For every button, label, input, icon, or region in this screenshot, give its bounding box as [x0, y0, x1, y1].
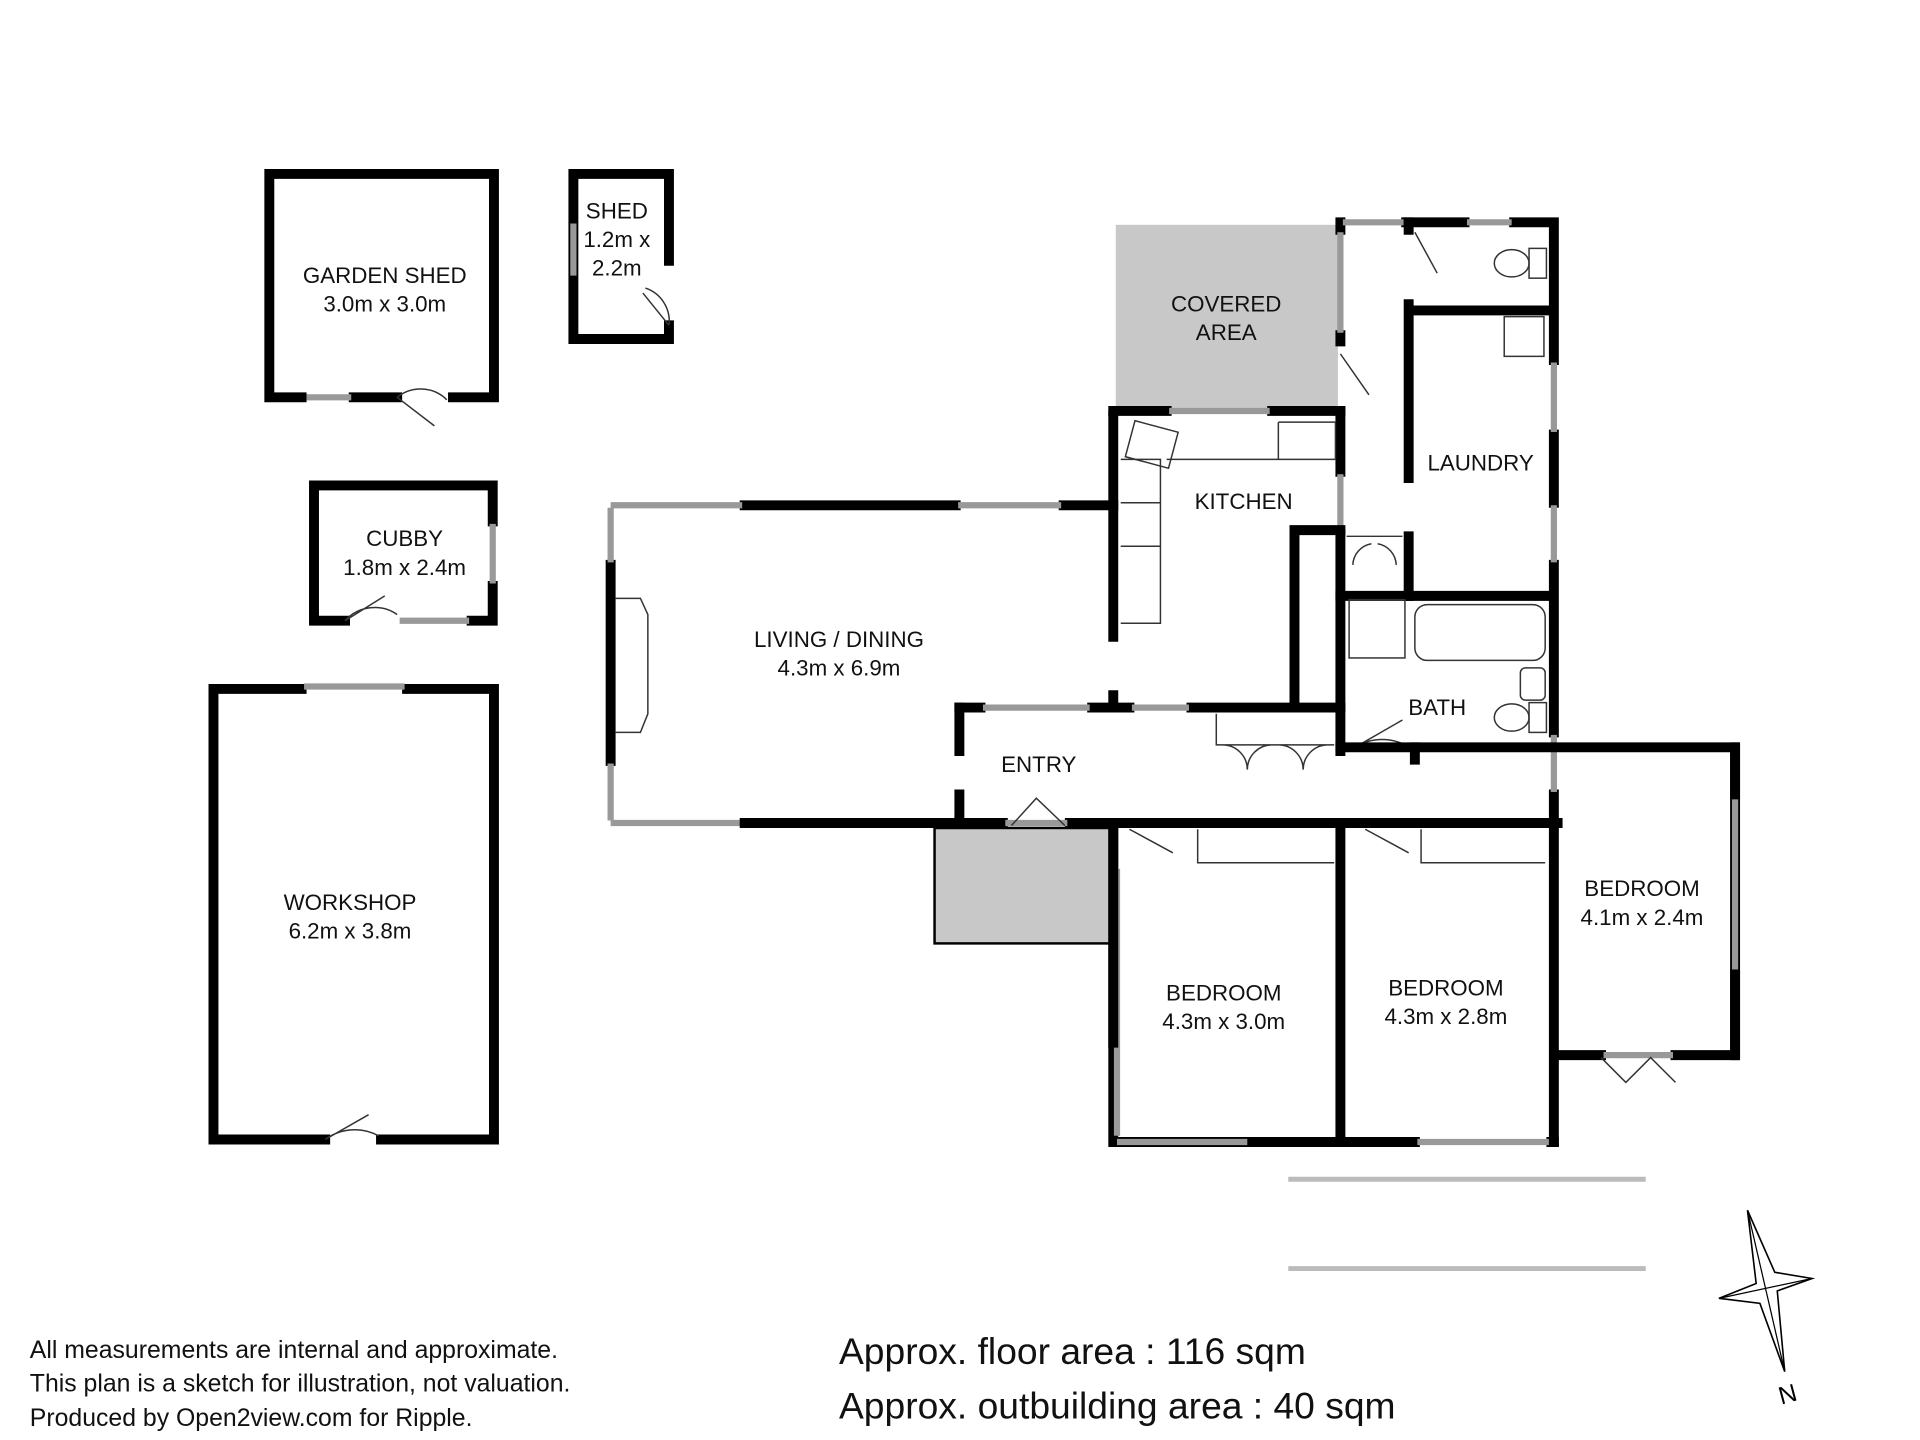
note-1: All measurements are internal and approx…	[30, 1337, 558, 1364]
laundry-label: LAUNDRY	[1427, 451, 1533, 476]
garden-shed-label: GARDEN SHED	[303, 263, 467, 288]
cubby-label: CUBBY	[366, 526, 443, 551]
note-2: This plan is a sketch for illustration, …	[30, 1370, 571, 1397]
bedroom1-label: BEDROOM	[1166, 980, 1281, 1005]
living-dining-label: LIVING / DINING	[754, 627, 924, 652]
shed-label: SHED	[586, 199, 648, 224]
garden-shed: GARDEN SHED 3.0m x 3.0m	[264, 168, 499, 427]
entry-label: ENTRY	[1001, 752, 1076, 777]
compass-label: N	[1776, 1380, 1800, 1411]
bedroom2-size: 4.3m x 2.8m	[1384, 1004, 1507, 1029]
shed-size-1: 1.2m x	[583, 227, 650, 252]
living-dining-size: 4.3m x 6.9m	[778, 655, 901, 680]
cubby-size: 1.8m x 2.4m	[343, 555, 466, 580]
note-3: Produced by Open2view.com for Ripple.	[30, 1405, 473, 1432]
covered-area-label-1: COVERED	[1171, 292, 1281, 317]
north-compass-icon: N	[1718, 1209, 1816, 1411]
bedroom1-size: 4.3m x 3.0m	[1162, 1009, 1285, 1034]
covered-area-label-2: AREA	[1196, 320, 1257, 345]
outbuilding-area: Approx. outbuilding area : 40 sqm	[839, 1385, 1396, 1427]
main-house	[605, 217, 1741, 1147]
cubby: CUBBY 1.8m x 2.4m	[309, 480, 498, 626]
bedroom2-label: BEDROOM	[1388, 976, 1503, 1001]
shed: SHED 1.2m x 2.2m	[568, 168, 674, 344]
bath-label: BATH	[1408, 695, 1466, 720]
workshop-label: WORKSHOP	[284, 890, 417, 915]
bedroom3-size: 4.1m x 2.4m	[1581, 905, 1704, 930]
bedroom3-label: BEDROOM	[1584, 876, 1699, 901]
garden-shed-size: 3.0m x 3.0m	[323, 292, 446, 317]
covered-area-fill	[1115, 224, 1338, 409]
porch-fill	[933, 826, 1113, 945]
kitchen-label: KITCHEN	[1195, 489, 1293, 514]
shed-size-2: 2.2m	[592, 256, 642, 281]
workshop-size: 6.2m x 3.8m	[289, 918, 412, 943]
floor-area: Approx. floor area : 116 sqm	[839, 1330, 1306, 1372]
workshop: WORKSHOP 6.2m x 3.8m	[208, 683, 499, 1145]
